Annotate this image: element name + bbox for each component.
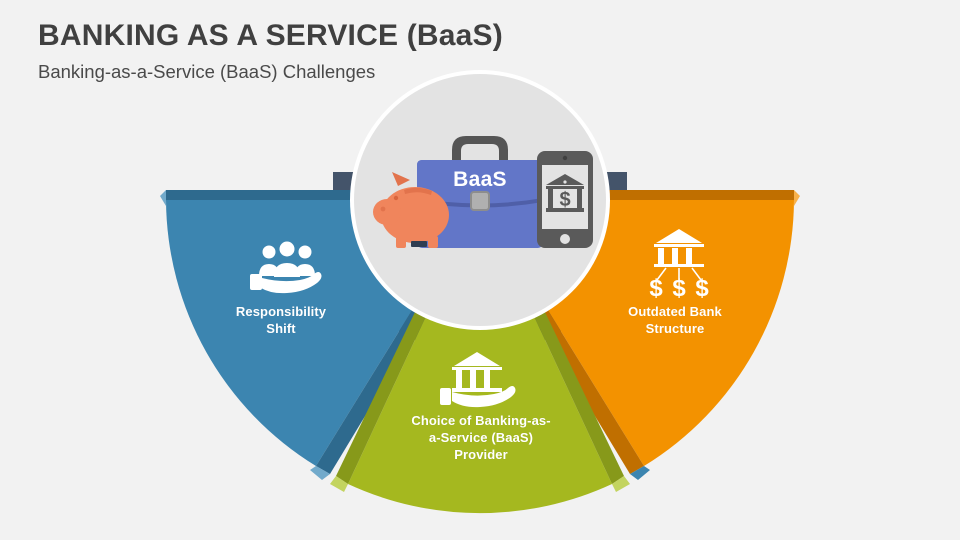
wedge-mid-foot-left (330, 476, 348, 492)
right-bank-column-2 (672, 248, 678, 264)
wedge-label-responsibility-shift: Responsibility Shift (206, 303, 356, 337)
person-head-left (262, 245, 276, 259)
hand-holding-bank-icon (440, 352, 516, 408)
briefcase-flap-edge (417, 198, 543, 208)
wedge-label-baas-provider-choice: Choice of Banking-as- a-Service (BaaS) P… (388, 412, 574, 463)
briefcase-flap (417, 160, 543, 205)
piggy-nostril (380, 206, 386, 212)
mid-bank-base (452, 388, 502, 392)
piggy-coin-slot (404, 187, 432, 195)
smartphone-bank-icon: $ (537, 151, 593, 248)
phone-speaker (562, 155, 568, 161)
piggy-leg-back (428, 236, 438, 248)
person-body-right (295, 264, 315, 276)
mid-bank-column-3 (484, 370, 490, 388)
bank-architrave (546, 186, 584, 189)
piggy-base (411, 241, 427, 247)
bank-column-right (577, 188, 582, 208)
mid-open-hand (452, 386, 516, 408)
piggy-eye (393, 195, 399, 201)
piggy-leg-front (396, 236, 406, 248)
dollar-sign-right: $ (695, 275, 709, 302)
wedge-label-line: a-Service (BaaS) (428, 430, 534, 445)
bank-dispensing-money-icon: $ $ $ (649, 229, 709, 302)
slide-header: BANKING AS A SERVICE (BaaS) Banking-as-a… (38, 16, 738, 86)
mid-bank-roof (454, 352, 500, 366)
briefcase-latch (470, 191, 490, 211)
wedge-label-line: Structure (645, 321, 705, 336)
money-line-left (656, 267, 667, 281)
center-disc-group: $ (350, 70, 610, 330)
open-hand (261, 272, 322, 294)
bank-column-left (548, 188, 553, 208)
dollar-sign-center: $ (672, 275, 686, 302)
mid-bank-column-1 (456, 370, 462, 388)
briefcase-label: BaaS (453, 168, 507, 191)
piggy-body (381, 187, 449, 243)
briefcase-icon (417, 136, 543, 248)
wedge-left-foot-highlight (310, 466, 330, 480)
person-head-center (279, 241, 295, 257)
wedge-label-line: Shift (266, 321, 296, 336)
right-bank-column-1 (658, 248, 664, 264)
wedge-label-outdated-bank-structure: Outdated Bank Structure (600, 303, 750, 337)
mid-hand-cuff (440, 388, 451, 405)
right-bank-architrave (654, 244, 704, 247)
wedge-label-line: Outdated Bank (628, 304, 722, 319)
wedge-label-line: Provider (454, 447, 508, 462)
wedge-right-foot-highlight (630, 466, 650, 480)
bank-dollar-sign: $ (559, 189, 570, 211)
person-body-center (274, 263, 300, 277)
briefcase-handle (452, 136, 508, 160)
bank-roof (546, 174, 584, 185)
right-bank-roof (656, 229, 702, 243)
person-body-left (259, 264, 279, 276)
right-bank-column-3 (686, 248, 692, 264)
piggy-bank-icon (373, 172, 449, 248)
wedge-left-highlight (160, 190, 166, 206)
bank-base (546, 208, 584, 212)
bank-roof-dot (563, 180, 567, 184)
page-title: BANKING AS A SERVICE (BaaS) (38, 19, 503, 52)
wedge-mid-foot-right (612, 476, 630, 492)
wedge-right-highlight (794, 190, 800, 206)
mid-bank-column-2 (470, 370, 476, 388)
hand-holding-people-icon (250, 241, 322, 294)
page-subtitle: Banking-as-a-Service (BaaS) Challenges (38, 61, 376, 82)
piggy-snout (373, 199, 401, 225)
phone-home-button (560, 234, 570, 244)
piggy-ear (392, 172, 410, 186)
wedge-label-line: Responsibility (235, 304, 327, 319)
right-bank-base (654, 264, 704, 267)
dollar-sign-left: $ (649, 275, 663, 302)
wedge-label-line: Choice of Banking-as- (411, 413, 551, 428)
mid-bank-architrave (452, 367, 502, 370)
phone-bank-glyph: $ (546, 174, 584, 212)
person-head-right (298, 245, 312, 259)
money-line-right (691, 267, 702, 281)
hand-cuff (250, 274, 262, 290)
